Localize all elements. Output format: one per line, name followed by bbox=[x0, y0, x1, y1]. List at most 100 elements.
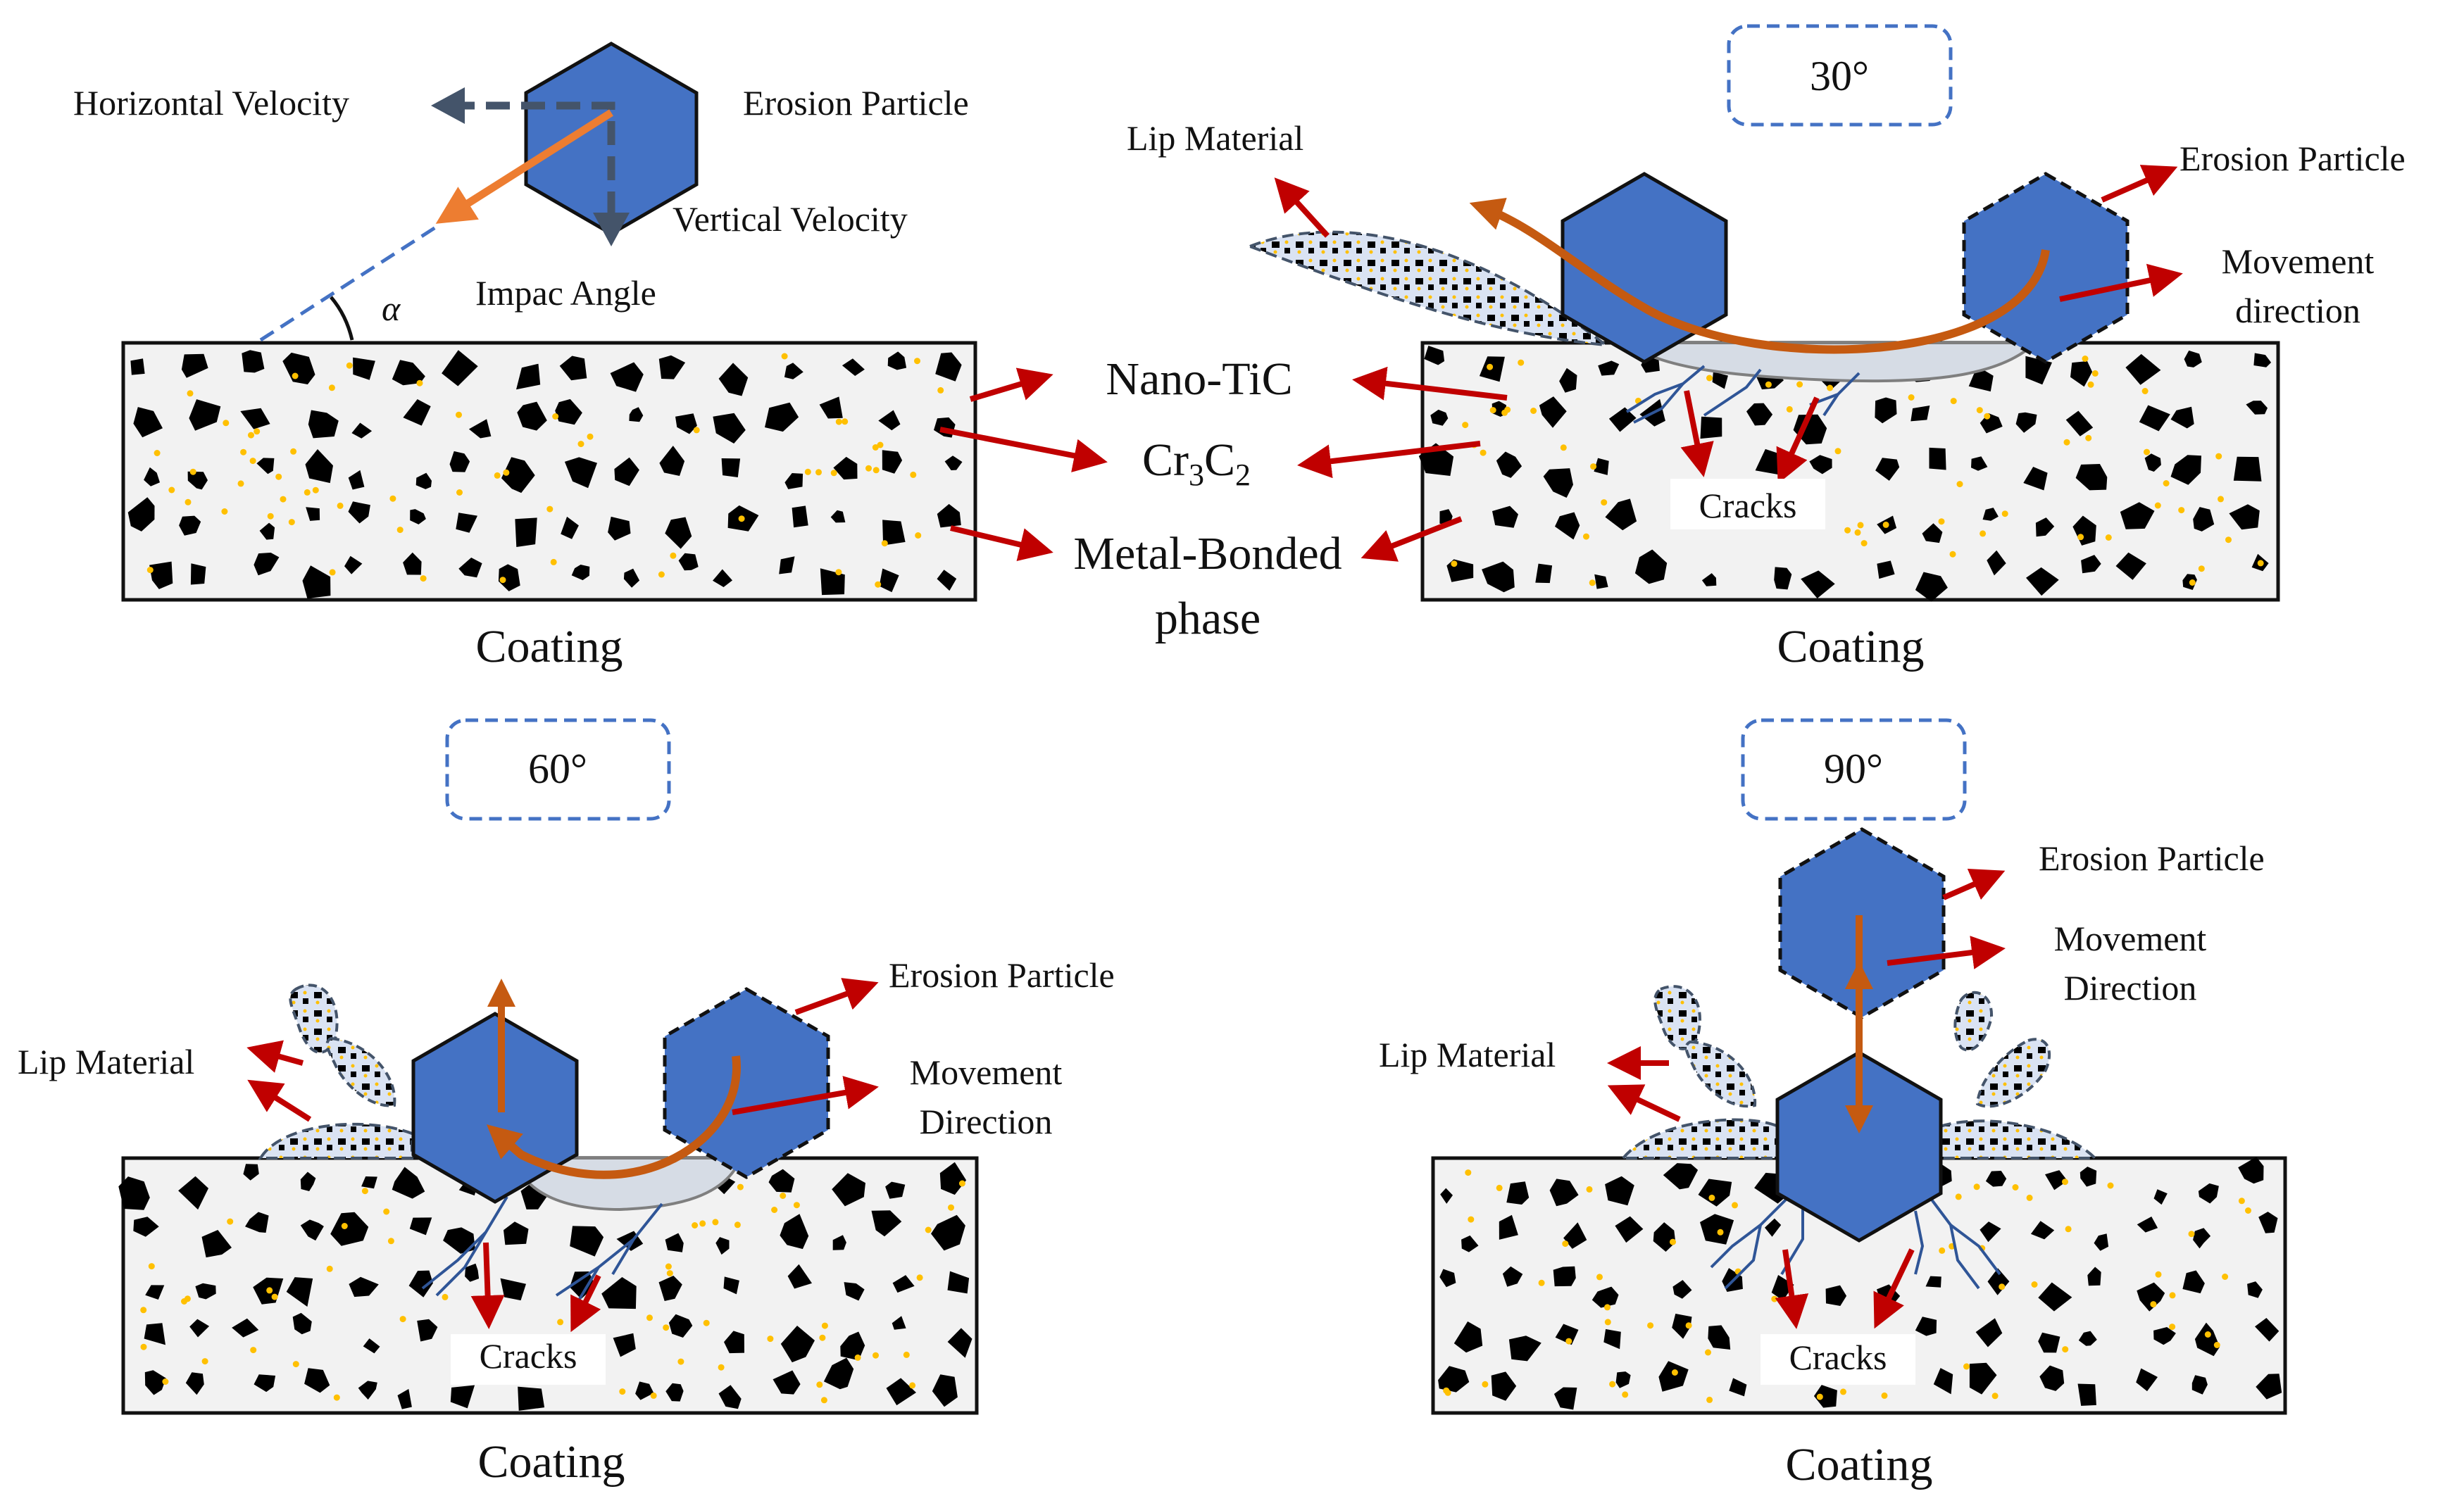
nano-tic-particle bbox=[1530, 408, 1537, 414]
coating-block-30 bbox=[1418, 341, 2280, 602]
nano-tic-particle bbox=[1671, 1369, 1678, 1376]
cr3c2-grain bbox=[2080, 1167, 2097, 1187]
cr3c2-grain bbox=[713, 413, 746, 444]
crack-arrow-2 bbox=[1873, 1248, 1915, 1329]
crater bbox=[1622, 341, 2039, 383]
nano-tic-particle bbox=[872, 444, 879, 451]
nano-tic-particle bbox=[337, 502, 344, 509]
nano-tic-particle bbox=[1955, 1193, 1962, 1200]
cr3c2-grain bbox=[665, 1383, 684, 1402]
cr3c2-grain bbox=[1438, 1366, 1470, 1393]
cr3c2-grain bbox=[2198, 1183, 2219, 1204]
angle-arc bbox=[330, 296, 354, 341]
nano-tic-particle bbox=[1991, 1393, 1999, 1400]
nano-tic-particle bbox=[1596, 1274, 1603, 1281]
angle-value: 90° bbox=[1824, 746, 1883, 792]
nano-tic-particle bbox=[456, 411, 462, 418]
cr3c2-grain bbox=[765, 402, 799, 432]
nano-tic-particle bbox=[2065, 1226, 2072, 1233]
nano-tic-particle bbox=[185, 498, 192, 505]
movement-trajectory bbox=[1469, 197, 2050, 354]
cr3c2-grain bbox=[635, 1381, 654, 1400]
movement-label-line1: Movement bbox=[2054, 919, 2207, 958]
nano-tic-particle bbox=[1487, 363, 1494, 370]
cr3c2-grain bbox=[1910, 406, 1930, 422]
cr3c2-grain bbox=[2139, 405, 2170, 432]
nano-tic-particle bbox=[292, 1361, 299, 1368]
cr3c2-grain bbox=[130, 358, 145, 375]
cr3c2-grain bbox=[2077, 1383, 2096, 1406]
nano-tic-particle bbox=[1468, 1216, 1475, 1223]
nano-tic-particle bbox=[703, 1319, 710, 1326]
nano-tic-particle bbox=[237, 480, 244, 487]
nano-tic-particle bbox=[420, 575, 427, 582]
cr3c2-grain bbox=[947, 1271, 970, 1294]
cr3c2-grain bbox=[256, 458, 275, 475]
nano-tic-particle bbox=[1496, 1184, 1503, 1191]
nano-tic-particle bbox=[146, 567, 154, 574]
nano-tic-particle bbox=[2169, 1324, 2176, 1331]
nano-tic-particle bbox=[937, 387, 944, 394]
cr3c2-grain bbox=[784, 473, 803, 489]
nano-tic-particle bbox=[2222, 1274, 2229, 1280]
cr3c2-grain bbox=[882, 450, 903, 474]
cr3c2-grain bbox=[2035, 517, 2055, 537]
cr3c2-grain bbox=[403, 552, 422, 575]
movement-label-line1: Movement bbox=[2222, 241, 2375, 281]
nano-tic-particle bbox=[1976, 407, 1983, 414]
cr3c2-grain bbox=[348, 470, 365, 490]
cr3c2-grain bbox=[353, 357, 375, 380]
nano-tic-particle bbox=[1956, 481, 1963, 488]
cr3c2-grain bbox=[2191, 1375, 2208, 1395]
cr3c2-grain bbox=[1553, 1387, 1577, 1410]
cr3c2-grain bbox=[1555, 512, 1580, 540]
cr3c2-grain bbox=[819, 396, 843, 419]
nano-tic-particle bbox=[1834, 448, 1841, 455]
cr3c2-grain bbox=[724, 1331, 744, 1354]
nano-tic-particle bbox=[2213, 1342, 2220, 1348]
cr3c2-grain bbox=[1492, 505, 1518, 528]
nano-tic-particle bbox=[2155, 1271, 2162, 1278]
angle-value: 30° bbox=[1810, 53, 1869, 99]
nano-tic-particle bbox=[873, 467, 880, 474]
cr3c2-grain bbox=[1615, 1371, 1631, 1388]
cr3c2-grain bbox=[823, 1357, 854, 1390]
nano-tic-particle bbox=[1939, 1247, 1946, 1254]
nano-tic-particle bbox=[154, 450, 161, 456]
cr3c2-grain bbox=[832, 1235, 846, 1250]
cr3c2-grain bbox=[363, 1338, 380, 1354]
nano-tic-particle bbox=[2178, 507, 2185, 514]
nano-tic-particle bbox=[1999, 1283, 2006, 1290]
lip-material-label: Lip Material bbox=[18, 1042, 194, 1081]
cr3c2-pointer-right bbox=[1297, 441, 1481, 479]
nano-tic-particle bbox=[577, 441, 584, 448]
cr3c2-grain bbox=[1809, 455, 1832, 475]
nano-tic-particle bbox=[1950, 398, 1957, 405]
cr3c2-grain bbox=[392, 360, 425, 386]
cr3c2-grain bbox=[882, 520, 906, 546]
cr3c2-grain bbox=[190, 563, 206, 585]
nano-tic-particle bbox=[915, 532, 922, 539]
cr3c2-grain bbox=[2229, 504, 2260, 530]
legend-metal-bonded-line1: Metal-Bonded bbox=[1073, 528, 1342, 579]
nano-tic-particle bbox=[271, 1293, 278, 1300]
cr3c2-grain bbox=[1506, 1181, 1530, 1205]
cr3c2-grain bbox=[2153, 1327, 2176, 1345]
nano-tic-particle bbox=[181, 1298, 187, 1305]
nano-tic-particle bbox=[1480, 449, 1487, 456]
nano-tic-particle bbox=[383, 1208, 390, 1215]
cr3c2-grain bbox=[1482, 561, 1515, 593]
cracks-label: Cracks bbox=[1789, 1338, 1887, 1377]
nano-tic-particle bbox=[1881, 1392, 1888, 1399]
lip-material bbox=[1246, 230, 1611, 347]
nano-tic-particle bbox=[2001, 510, 2008, 517]
cr3c2-grain bbox=[833, 456, 858, 480]
cr3c2-grain bbox=[302, 565, 331, 599]
nano-tic-particle bbox=[793, 1202, 800, 1209]
cr3c2-grain bbox=[892, 1275, 915, 1293]
nano-tic-particle bbox=[881, 540, 888, 547]
nano-tic-particle bbox=[1949, 551, 1956, 558]
cr3c2-grain bbox=[780, 1214, 809, 1250]
nano-tic-particle bbox=[2198, 565, 2205, 572]
cr3c2-grain bbox=[939, 1162, 967, 1195]
